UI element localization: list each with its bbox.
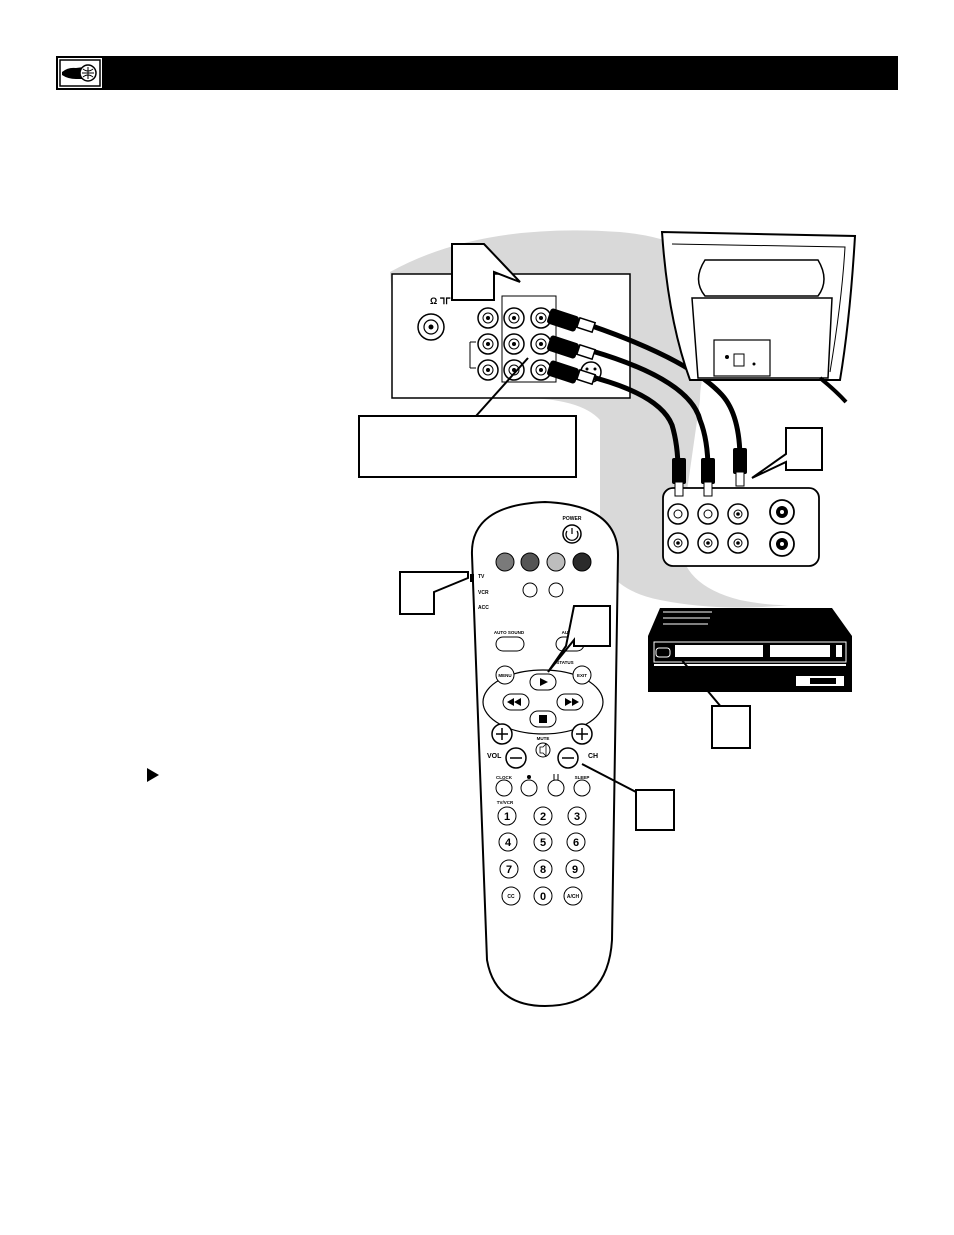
ach-label: A/CH	[567, 894, 580, 900]
digit-6-button[interactable]	[566, 832, 586, 852]
note-callout-box	[358, 415, 577, 478]
rca-plugs-panel	[547, 308, 597, 386]
exit-label: EXIT	[577, 673, 587, 678]
step-callout-channel	[635, 789, 675, 831]
digit-2-label: 2	[540, 811, 546, 823]
digit-2-button[interactable]	[533, 806, 553, 826]
status-label: STATUS	[556, 660, 573, 665]
digit-5-label: 5	[540, 837, 546, 849]
digit-0-button[interactable]	[533, 886, 553, 906]
mode-vcr-label: VCR	[478, 590, 489, 596]
cc-label: CC	[507, 894, 515, 900]
color-key-2[interactable]	[520, 552, 540, 572]
av-cables	[589, 323, 743, 473]
digit-4-button[interactable]	[498, 832, 518, 852]
vcr-jack-panel	[662, 487, 820, 567]
tv-vcr-label: TV/VCR	[497, 800, 514, 805]
pause-button[interactable]	[547, 779, 565, 797]
record-button[interactable]	[520, 779, 538, 797]
sleep-button[interactable]	[573, 779, 591, 797]
digit-8-label: 8	[540, 864, 546, 876]
digit-3-button[interactable]	[567, 806, 587, 826]
mode-switch[interactable]	[470, 574, 474, 582]
digit-6-label: 6	[573, 837, 579, 849]
clock-label: CLOCK	[496, 775, 513, 780]
sleep-label: SLEEP	[575, 775, 590, 780]
digit-9-button[interactable]	[565, 859, 585, 879]
antenna-label: Ω ᒣᒥ	[430, 296, 451, 306]
step-callout-vcr-jacks	[751, 427, 823, 479]
clock-button[interactable]	[495, 779, 513, 797]
smart-picture-button[interactable]	[548, 582, 564, 598]
color-key-3[interactable]	[546, 552, 566, 572]
step-callout-vcr	[711, 705, 751, 749]
menu-label: MENU	[498, 673, 511, 678]
number-pad: 1 2 3 4 5 6 7 8 9 CC 0 A/CH	[497, 806, 587, 906]
color-key-1[interactable]	[495, 552, 515, 572]
step-callout-panel	[451, 243, 521, 301]
digit-3-label: 3	[574, 811, 580, 823]
remote-control: POWER TV VCR ACC AUTO SOUND AUTO MENU EX…	[470, 500, 620, 1008]
digit-8-button[interactable]	[533, 859, 553, 879]
smart-sound-button[interactable]	[522, 582, 538, 598]
vol-label: VOL	[487, 753, 502, 760]
header-bar	[56, 56, 898, 90]
auto-sound-button[interactable]	[495, 636, 525, 652]
alternate-channel-button[interactable]	[563, 886, 583, 906]
digit-9-label: 9	[572, 864, 578, 876]
digit-7-label: 7	[506, 864, 512, 876]
menu-button[interactable]	[495, 665, 515, 685]
mode-acc-label: ACC	[478, 605, 489, 611]
tv-set-back	[660, 230, 857, 404]
digit-5-button[interactable]	[533, 832, 553, 852]
mute-button[interactable]	[535, 742, 551, 758]
cc-button[interactable]	[501, 886, 521, 906]
digit-4-label: 4	[505, 837, 512, 849]
rca-jack-grid	[477, 307, 552, 381]
exit-button[interactable]	[572, 665, 592, 685]
digit-1-label: 1	[504, 811, 510, 823]
step-callout-play	[547, 605, 611, 673]
step-callout-mode-switch	[399, 571, 469, 615]
vcr-unit	[648, 608, 852, 692]
power-label: POWER	[563, 516, 582, 522]
rca-plugs-vcr	[672, 448, 747, 497]
play-arrow-icon	[147, 768, 159, 782]
mute-label: MUTE	[537, 736, 550, 741]
color-key-4[interactable]	[572, 552, 592, 572]
ch-label: CH	[588, 753, 598, 760]
digit-1-button[interactable]	[497, 806, 517, 826]
mode-tv-label: TV	[478, 574, 485, 580]
digit-7-button[interactable]	[499, 859, 519, 879]
auto-sound-label: AUTO SOUND	[494, 630, 525, 635]
digit-0-label: 0	[540, 891, 546, 903]
hand-pointing-icon	[58, 58, 102, 88]
